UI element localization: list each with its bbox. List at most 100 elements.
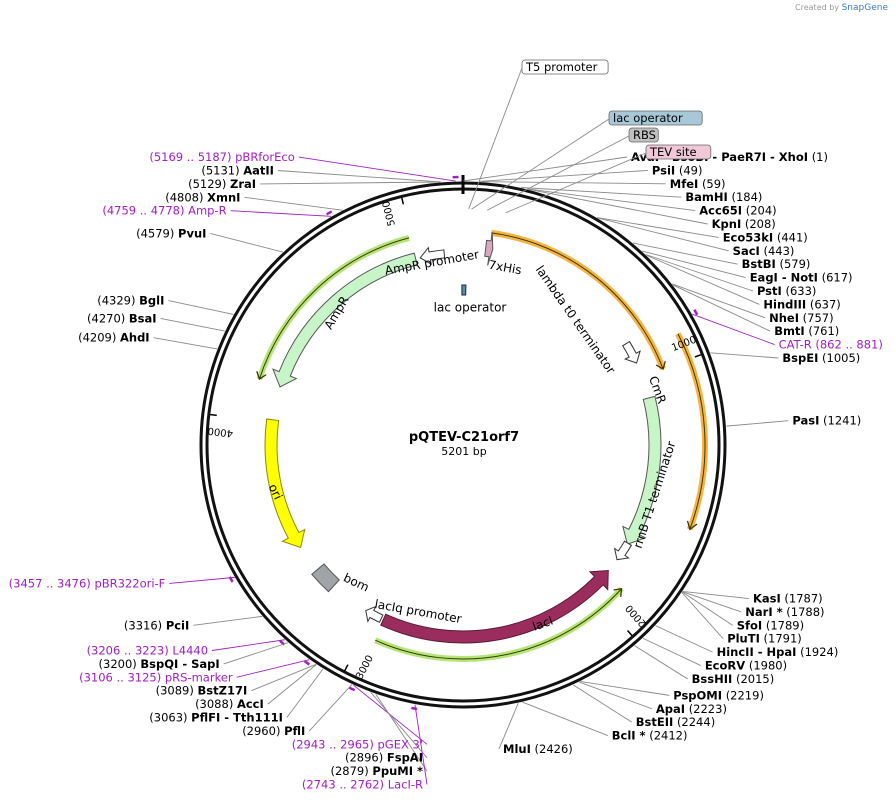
site-position: (184): [731, 190, 762, 204]
primer-label-laci-r: (2743 .. 2762) LacI-R: [302, 778, 423, 792]
site-name: Eco53kI: [723, 230, 774, 244]
site-position: (1005): [822, 351, 860, 365]
site-name: SacI: [733, 244, 760, 258]
site-label-ahdi: (4209) AhdI: [78, 331, 150, 345]
site-position: (4808): [165, 190, 203, 204]
feature-ampr: [272, 252, 418, 388]
leader-site-ecorv: [642, 637, 702, 666]
primer-label-pbrforeco: (5169 .. 5187) pBRforEco: [149, 150, 294, 164]
leader-site-acci: [267, 664, 317, 705]
leader-primer-cat-r: [692, 313, 775, 346]
site-name: ZraI: [230, 177, 256, 191]
site-label-bsteii: BstEII (2244): [636, 715, 715, 729]
leader-site-bsai: [160, 318, 225, 332]
site-label-hindiii: HindIII (637): [763, 297, 840, 311]
site-position: (1924): [800, 645, 838, 659]
site-label-bstz17i: (3089) BstZ17I: [156, 684, 248, 698]
site-name: MfeI: [670, 177, 699, 191]
leader-site-acc65i: [527, 188, 696, 212]
feature-box-lac-operator: [608, 110, 703, 126]
leader-site-nhei: [672, 283, 766, 319]
site-position: (443): [763, 244, 794, 258]
leader-site-bmti: [672, 284, 771, 332]
site-name: SfoI: [737, 618, 762, 632]
feature-label-7xhis: 7xHis: [487, 258, 522, 278]
feature-laci: [380, 569, 609, 644]
leader-primer-amp-r: [230, 210, 332, 217]
site-label-bgli: (4329) BglI: [97, 294, 164, 308]
map-length: 5201 bp: [441, 445, 486, 458]
site-name: PflI: [284, 724, 305, 738]
orf-line-4: [375, 588, 622, 660]
site-label-nhei: NheI (757): [769, 311, 833, 325]
site-label-pvui: (4579) PvuI: [136, 226, 206, 240]
leader-site-xmni: [244, 196, 343, 211]
site-name: NheI: [769, 311, 799, 325]
primer-label-cat-r: CAT-R (862 .. 881): [779, 338, 883, 352]
site-label-eagi-noti: EagI - NotI (617): [750, 271, 853, 285]
leader-site-bamhi: [521, 187, 682, 198]
tick-mark-4000: [209, 413, 217, 417]
site-name: KpnI: [712, 217, 742, 231]
site-position: (3088): [195, 697, 233, 711]
site-name: BstEII: [636, 715, 674, 729]
leader-site-pcii: [193, 615, 263, 626]
feature-label-bom: bom: [341, 571, 371, 595]
leader-site-zrai: [260, 181, 441, 185]
leader-site-bgli: [168, 300, 234, 315]
site-position: (4329): [97, 294, 135, 308]
tick-mark-3000: [343, 664, 349, 672]
site-name: PluTI: [727, 632, 760, 646]
orf-arrowhead-1: [655, 360, 666, 371]
leader-site-pasi: [726, 420, 789, 427]
site-position: (1788): [786, 605, 824, 619]
feature-box-label-lac-operator: lac operator: [613, 111, 683, 125]
site-position: (4270): [87, 311, 125, 325]
site-name: AccI: [237, 697, 264, 711]
feature-box-label-tev-site: TEV site: [649, 145, 697, 159]
primer-label-pbr322ori-f: (3457 .. 3476) pBR322ori-F: [9, 576, 166, 590]
site-name: EcoRV: [705, 659, 745, 673]
site-name: ApaI: [656, 702, 685, 716]
brand-prefix: Created by: [795, 3, 840, 12]
feature-box-leader-rbs: [486, 135, 630, 211]
site-name: PspOMI: [673, 688, 722, 702]
site-position: (1241): [823, 414, 861, 428]
tick-label-2000: 2000: [624, 602, 649, 628]
orf-arc-1: [490, 229, 666, 371]
site-label-kpni: KpnI (208): [712, 217, 776, 231]
primer-bar-pgex-3: [348, 686, 356, 692]
leader-site-nari: [682, 591, 742, 613]
leader-primer-l4440: [211, 639, 285, 651]
primer-label-l4440: (3206 .. 3223) L4440: [87, 644, 208, 658]
site-position: (2412): [649, 729, 687, 743]
site-label-acc65i: Acc65I (204): [699, 204, 776, 218]
feature-box-label-t5-promoter: T5 promoter: [525, 60, 598, 74]
site-label-xmni: (4808) XmnI: [165, 190, 240, 204]
map-name: pQTEV-C21orf7: [409, 430, 519, 445]
site-label-hincii-hpai: HincII - HpaI (1924): [717, 645, 839, 659]
site-position: (2960): [242, 724, 280, 738]
site-labels: AvaI - BsoBI - PaeR7I - XhoI (1)PsiI (49…: [9, 150, 883, 792]
orf-arrowhead-3: [256, 371, 267, 381]
site-label-ppumi: (2879) PpuMI *: [331, 764, 424, 778]
site-position: (5131): [201, 164, 239, 178]
feature-label-lambda-t0-terminator: lambda t0 terminator: [533, 263, 618, 377]
site-name: FspAI: [387, 751, 423, 765]
orf-arrowhead-2: [686, 520, 698, 531]
site-position: (1789): [766, 618, 804, 632]
feature-laciq-promoter: [365, 605, 384, 623]
site-label-psti: PstI (633): [757, 284, 816, 298]
leader-site-ahdi: [153, 337, 218, 350]
site-label-bsai: (4270) BsaI: [87, 311, 157, 325]
site-name: PflFI - Tth111I: [191, 711, 283, 725]
site-position: (2244): [677, 715, 715, 729]
leader-site-ppumi: [375, 693, 428, 772]
site-label-mfei: MfeI (59): [670, 177, 726, 191]
leader-site-sfoi: [682, 591, 733, 626]
leader-site-avai-bsobi-paer7i-xhoi: [463, 156, 628, 182]
leader-site-bspqi-sapi: [223, 642, 289, 665]
site-label-psii: PsiI (49): [652, 163, 703, 177]
orf-line-3: [258, 237, 410, 380]
